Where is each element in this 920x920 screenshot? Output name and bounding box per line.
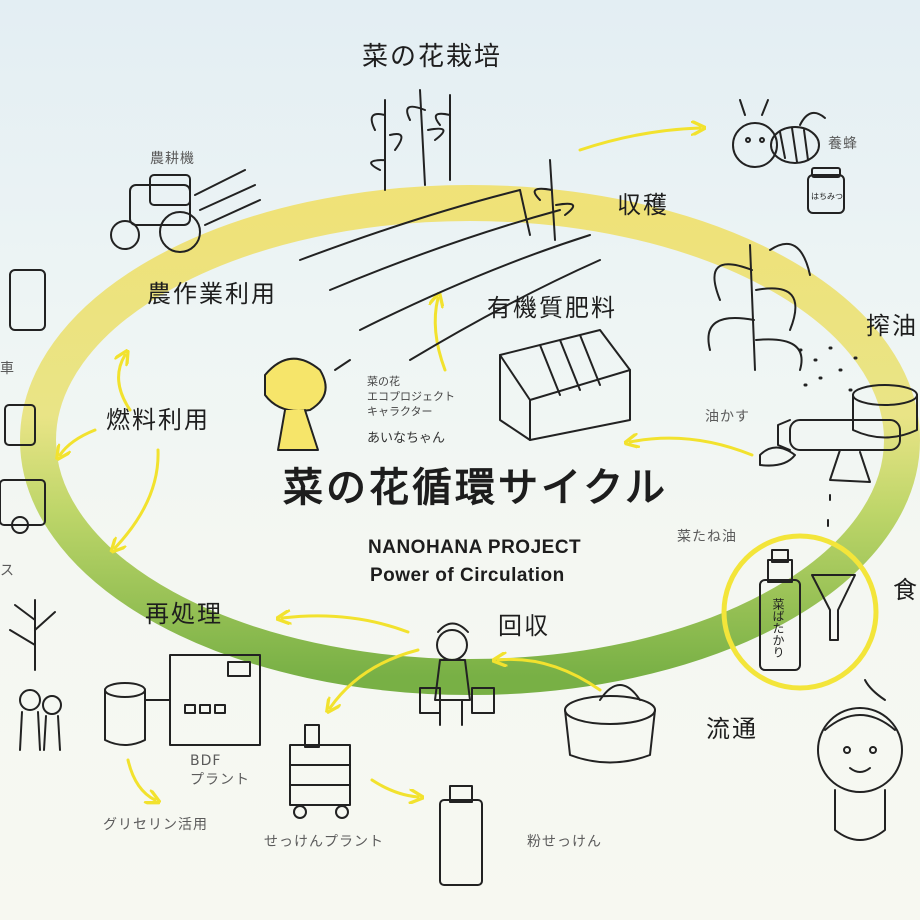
subtitle-project: NANOHANA PROJECT (368, 537, 582, 558)
aina-chan-illustration (264, 357, 351, 451)
label-glycerin: グリセリン活用 (103, 817, 208, 833)
arrow-oil-cake (630, 438, 754, 457)
seed-dots (798, 346, 858, 392)
stage-farm-use: 農作業利用 (147, 280, 277, 308)
oil-highlight-circle (721, 533, 879, 691)
field-illustration (299, 89, 601, 361)
arrow-to-bees (578, 128, 700, 152)
vehicles-partial (0, 269, 46, 534)
fertilizer-box-illustration (499, 329, 631, 441)
powder-soap-illustration (439, 785, 483, 886)
label-soap-plant: せっけんプラント (264, 834, 384, 850)
stage-reprocessing: 再処理 (145, 600, 223, 628)
bdf-plant-illustration (104, 654, 261, 746)
stage-pressing: 搾油 (866, 312, 918, 340)
label-car-partial: 車 (0, 361, 15, 377)
stage-collection: 回収 (498, 612, 550, 640)
tractor-illustration (110, 169, 261, 253)
label-powder-soap: 粉せっけん (527, 834, 602, 850)
stage-harvest: 収穫 (617, 191, 669, 219)
arrow-to-reprocess (282, 616, 410, 634)
tree-people-illustration (9, 599, 62, 751)
honey-label: はちみつ (811, 192, 843, 201)
collector-illustration (419, 622, 495, 726)
soap-plant-illustration (289, 724, 351, 819)
stage-distribution: 流通 (706, 715, 758, 743)
arrow-to-fertilizer-field (435, 298, 447, 372)
arrow-return-collect (498, 659, 602, 692)
label-bus-partial: ス (0, 563, 15, 579)
arrow-fuel-up (119, 355, 132, 412)
stage-fertilizer: 有機質肥料 (487, 294, 617, 322)
bottle-label: 菜ばたかり (771, 598, 785, 658)
rapeseed-pods-illustration (707, 242, 811, 371)
arrow-glycerin (126, 758, 155, 800)
label-bdf-plant: BDF プラント (190, 753, 250, 788)
label-rapeseed-oil: 菜たね油 (677, 529, 737, 545)
stage-cultivation: 菜の花栽培 (362, 42, 503, 72)
arrow-to-bdf (330, 648, 420, 708)
character-name: あいなちゃん (367, 431, 446, 446)
arrow-fuel-down (115, 448, 160, 548)
stage-food: 食 (893, 576, 919, 604)
stage-fuel-use: 燃料利用 (106, 406, 210, 434)
pot-illustration (564, 684, 656, 764)
label-oil-cake: 油かす (705, 409, 750, 425)
pointing-character-illustration (817, 679, 903, 841)
bee-illustration (732, 99, 826, 168)
arrow-fuel-left (60, 428, 97, 455)
honey-jar-illustration (807, 167, 845, 214)
subtitle-circulation: Power of Circulation (370, 565, 565, 586)
arrow-soap (370, 778, 418, 797)
flow-arrows (60, 128, 754, 800)
character-caption: 菜の花 エコプロジェクト キャラクター (367, 375, 455, 418)
label-tractor: 農耕機 (150, 151, 195, 167)
label-beekeeping: 養蜂 (828, 136, 858, 152)
diagram-title: 菜の花循環サイクル (283, 464, 668, 511)
oil-press-illustration (759, 384, 918, 527)
oil-bottle-illustration (759, 549, 856, 671)
